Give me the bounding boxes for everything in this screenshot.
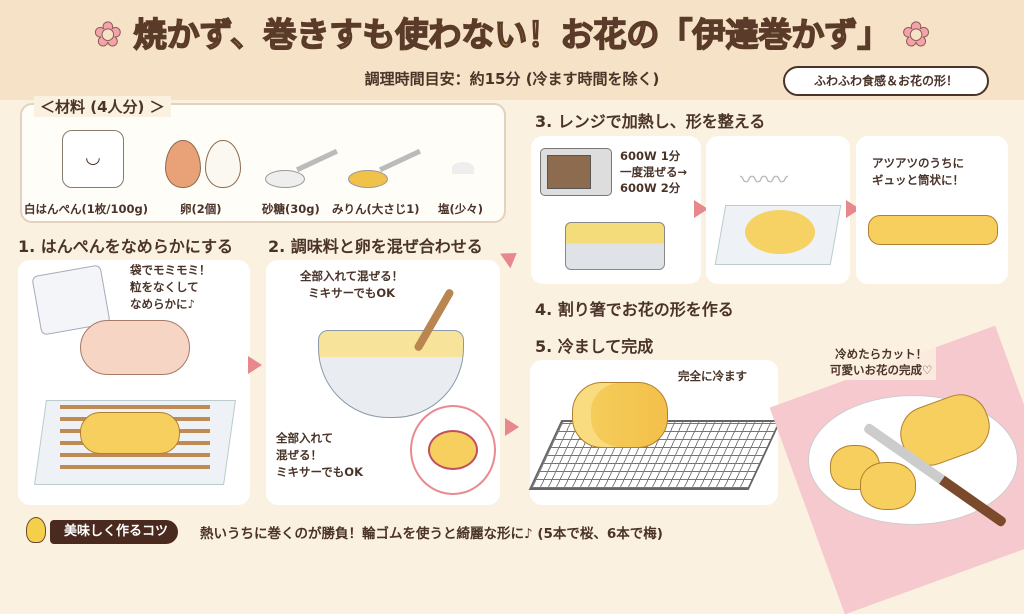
step-2-note: 全部入れて混ぜる！ ミキサーでもOK: [300, 269, 404, 300]
title-part-2: お花の「伊達巻かず」: [560, 14, 892, 55]
sugar-spoon-icon: [265, 170, 305, 188]
final-note: 冷めたらカット！ 可愛いお花の完成♡: [826, 344, 937, 380]
flower-roll-icon: [428, 430, 478, 470]
arrow-icon: [505, 418, 519, 436]
cool-note: 完全に冷ます: [678, 369, 747, 383]
arrow-icon: [248, 356, 262, 374]
sakura-icon: ✿: [93, 15, 123, 56]
arrow-icon: [500, 245, 522, 269]
flower-slice-icon: [860, 462, 916, 510]
cooking-time: 調理時間目安：約15分 (冷ます時間を除く): [364, 70, 660, 88]
step-1-note: 袋でモミモミ！ 粒をなくして なめらかに♪: [130, 263, 211, 311]
salt-icon: [452, 162, 474, 174]
ingredient-label: 卵(2個): [180, 202, 222, 216]
steam-icon: 〰〰: [740, 166, 788, 194]
title-part-1: 焼かず、巻きすも使わない！: [133, 14, 561, 55]
step-5-heading: 5. 冷まして完成: [535, 337, 654, 356]
ingredient-label: 塩(少々): [438, 202, 484, 216]
ingredient-label: 砂糖(30g): [262, 202, 320, 216]
microwave-window: [547, 155, 591, 189]
hanpen-icon: ◡: [62, 130, 124, 188]
ingredient-label: 白はんぺん(1枚/100g): [24, 202, 148, 216]
mirin-spoon-icon: [348, 170, 388, 188]
step-4-heading: 4. 割り箸でお花の形を作る: [535, 300, 734, 319]
speech-bubble: ふわふわ食感＆お花の形！: [783, 66, 989, 96]
sakura-icon: ✿: [901, 15, 931, 56]
step-3-heading: 3. レンジで加熱し、形を整える: [535, 112, 766, 131]
ingredients-heading: ＜材料 (4人分) ＞: [34, 96, 171, 117]
step-2-heading: 2. 調味料と卵を混ぜ合わせる: [268, 237, 483, 256]
cooling-roll-icon: [572, 382, 668, 448]
egg-roll-icon: [80, 412, 180, 454]
tip-text: 熱いうちに巻くのが勝負！輪ゴムを使うと綺麗な形に♪ (5本で桜、6本で梅): [200, 526, 663, 542]
tip-badge: 美味しく作るコツ: [50, 520, 179, 544]
page-title: ✿ 焼かず、巻きすも使わない！お花の「伊達巻かず」 ✿: [0, 8, 1024, 56]
container-icon: [565, 222, 665, 270]
step-1-heading: 1. はんぺんをなめらかにする: [18, 237, 233, 256]
ingredient-label: みりん(大さじ1): [332, 202, 420, 216]
roll-note: アツアツのうちに ギュッと筒状に！: [872, 156, 964, 187]
hands-kneading-icon: [80, 320, 190, 375]
step-2-note-2: 全部入れて 混ぜる！ ミキサーでもOK: [276, 431, 363, 479]
eggs-icon: [165, 140, 201, 188]
microwave-icon: [540, 148, 612, 196]
arrow-icon: [694, 200, 708, 218]
egg-white-icon: [205, 140, 241, 188]
microwave-instructions: 600W 1分 一度混ぜる→ 600W 2分: [620, 149, 688, 195]
lightbulb-icon: [26, 517, 46, 543]
rolling-hands-icon: [868, 215, 998, 245]
egg-mass-icon: [745, 210, 815, 254]
step-3-panel-c: [856, 136, 1008, 284]
